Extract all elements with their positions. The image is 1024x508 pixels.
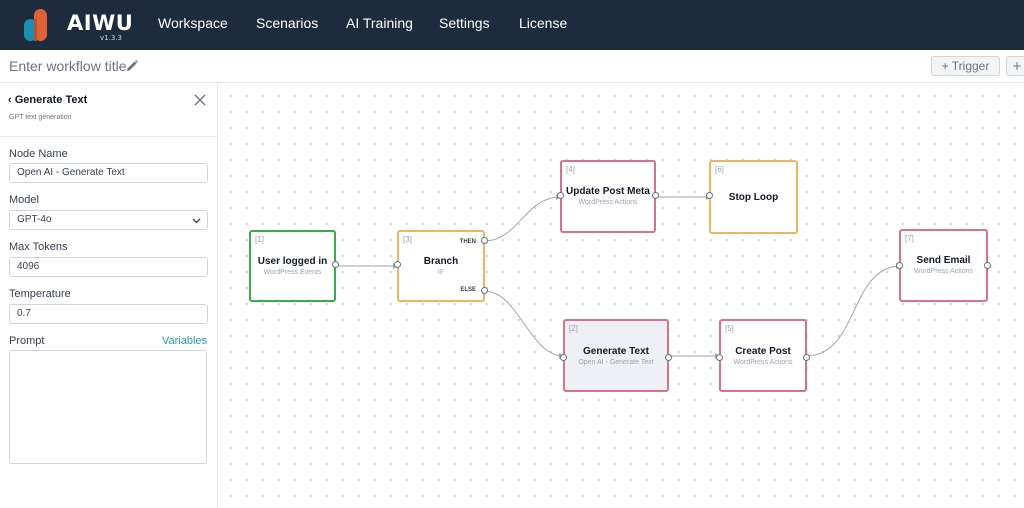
prompt-label: Prompt (9, 335, 45, 347)
node-stop-loop[interactable]: [6] Stop Loop (706, 160, 798, 234)
node-name-label: Node Name (9, 148, 68, 160)
node-title: Send Email (916, 255, 971, 266)
node-id: [5] (725, 324, 734, 333)
workflow-canvas[interactable]: [1] User logged in WordPress Events [3] … (219, 84, 1024, 508)
add-trigger-button[interactable]: + Trigger (931, 56, 1000, 76)
node-id: [3] (403, 235, 412, 244)
model-select[interactable]: GPT-4o (9, 210, 208, 230)
input-port[interactable] (560, 354, 567, 361)
node-title: Create Post (735, 346, 791, 357)
input-port[interactable] (716, 354, 723, 361)
edge-5-to-7 (805, 265, 902, 357)
node-id: [1] (255, 235, 264, 244)
input-port[interactable] (706, 192, 713, 199)
node-name-input[interactable]: Open AI - Generate Text (9, 163, 208, 183)
nav-ai-training[interactable]: AI Training (346, 15, 413, 31)
node-id: [4] (566, 165, 575, 174)
else-output-port[interactable] (481, 287, 488, 294)
input-port[interactable] (896, 262, 903, 269)
node-send-email[interactable]: [7] Send Email WordPress Actions (896, 229, 991, 302)
node-subtitle: WordPress Events (263, 269, 322, 276)
then-port-label: THEN (459, 239, 476, 245)
edge-3-else-to-2 (483, 290, 565, 357)
temperature-input[interactable]: 0.7 (9, 304, 208, 324)
temperature-label: Temperature (9, 288, 71, 300)
close-icon[interactable] (193, 93, 207, 107)
max-tokens-input[interactable]: 4096 (9, 257, 208, 277)
node-id: [2] (569, 324, 578, 333)
aiwu-logo-icon[interactable] (20, 8, 58, 42)
node-branch[interactable]: [3] THEN Branch IF ELSE (394, 230, 488, 302)
top-navigation-bar: AIWU v1.3.3 Workspace Scenarios AI Train… (0, 0, 1024, 50)
add-trigger-label: + Trigger (941, 59, 990, 73)
panel-header: ‹ Generate Text GPT text generation (0, 84, 218, 137)
node-title: User logged in (257, 256, 328, 267)
edge-3-then-to-4 (483, 196, 562, 242)
variables-link[interactable]: Variables (162, 335, 208, 347)
nav-settings[interactable]: Settings (439, 15, 490, 31)
node-update-post-meta[interactable]: [4] Update Post Meta WordPress Actions (557, 160, 659, 233)
then-output-port[interactable] (481, 237, 488, 244)
output-port[interactable] (803, 354, 810, 361)
input-port[interactable] (557, 192, 564, 199)
workflow-title-input[interactable]: Enter workflow title (9, 58, 127, 74)
node-title: Generate Text (583, 346, 649, 357)
node-subtitle: IF (437, 269, 445, 276)
chevron-down-icon (192, 218, 201, 224)
max-tokens-label: Max Tokens (9, 241, 68, 253)
node-user-logged-in[interactable]: [1] User logged in WordPress Events (249, 230, 339, 302)
chevron-left-icon: ‹ (8, 94, 12, 106)
model-label: Model (9, 194, 39, 206)
node-id: [7] (905, 234, 914, 243)
node-title: Branch (423, 256, 459, 267)
else-port-label: ELSE (460, 287, 476, 293)
pencil-icon[interactable] (125, 59, 139, 73)
panel-subtitle: GPT text generation (9, 114, 72, 121)
node-generate-text[interactable]: [2] Generate Text Open AI - Generate Tex… (560, 319, 672, 392)
nav-license[interactable]: License (519, 15, 568, 31)
output-port[interactable] (984, 262, 991, 269)
output-port[interactable] (332, 261, 339, 268)
node-settings-panel: ‹ Generate Text GPT text generation Node… (0, 84, 218, 508)
node-subtitle: Open AI - Generate Text (578, 359, 654, 366)
node-create-post[interactable]: [5] Create Post WordPress Actions (716, 319, 810, 392)
output-port[interactable] (652, 192, 659, 199)
back-button[interactable]: ‹ Generate Text (8, 94, 87, 106)
model-select-value: GPT-4o (17, 214, 52, 225)
nav-scenarios[interactable]: Scenarios (256, 15, 319, 31)
input-port[interactable] (394, 261, 401, 268)
output-port[interactable] (665, 354, 672, 361)
panel-title: Generate Text (14, 94, 88, 106)
node-subtitle: WordPress Actions (578, 199, 638, 206)
node-subtitle: WordPress Actions (733, 359, 793, 366)
add-node-button[interactable]: + (1006, 56, 1024, 76)
app-name: AIWU (67, 11, 134, 35)
nav-workspace[interactable]: Workspace (158, 15, 228, 31)
node-subtitle: WordPress Actions (913, 268, 973, 275)
node-id: [6] (715, 165, 724, 174)
node-title: Stop Loop (728, 192, 779, 203)
node-title: Update Post Meta (566, 186, 650, 197)
prompt-textarea[interactable] (9, 350, 207, 464)
app-version: v1.3.3 (100, 34, 122, 42)
workflow-title-bar: Enter workflow title (0, 50, 1024, 83)
